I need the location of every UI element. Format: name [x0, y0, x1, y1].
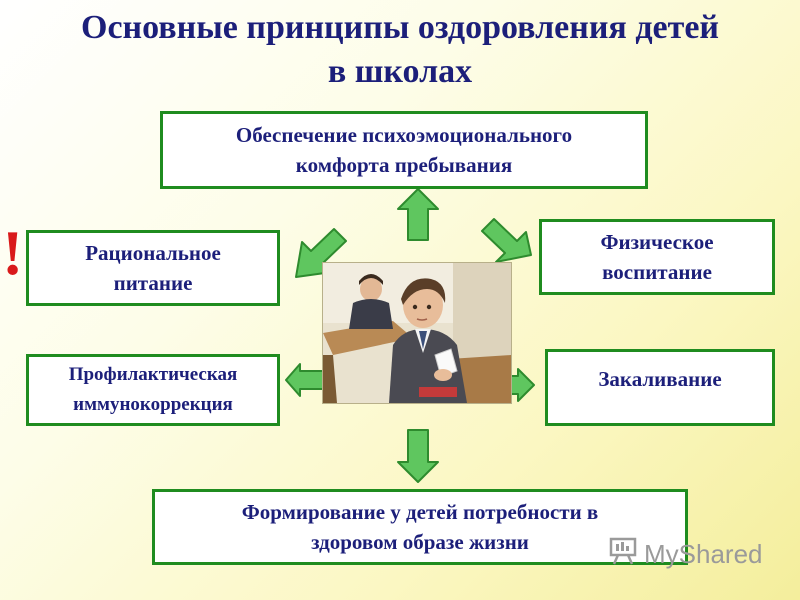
- principle-top-text: Обеспечение психоэмоционального комфорта…: [235, 123, 573, 177]
- arrow-left: [285, 363, 325, 397]
- principle-box-right-lower: Закаливание: [545, 349, 775, 426]
- arrow-down: [397, 429, 439, 483]
- principle-box-left-lower: Профилактическая иммунокоррекция: [26, 354, 280, 426]
- principle-left-upper-text: Рациональное питание: [85, 241, 221, 295]
- principle-box-right-upper: Физическое воспитание: [539, 219, 775, 295]
- principle-right-lower-text: Закаливание: [598, 367, 722, 391]
- photo-illustration: [323, 263, 511, 403]
- slide-title-text: Основные принципы оздоровления детей в ш…: [81, 9, 719, 90]
- principle-right-upper-text: Физическое воспитание: [600, 230, 714, 284]
- principle-box-top: Обеспечение психоэмоционального комфорта…: [160, 111, 648, 189]
- presentation-board-icon: [608, 536, 638, 573]
- principle-box-bottom: Формирование у детей потребности в здоро…: [152, 489, 688, 565]
- watermark: MyShared: [608, 536, 763, 573]
- arrow-up: [397, 188, 439, 241]
- principle-box-left-upper: Рациональное питание: [26, 230, 280, 306]
- slide-title: Основные принципы оздоровления детей в ш…: [0, 6, 800, 94]
- central-photo-schoolboy: [322, 262, 512, 404]
- watermark-text: MyShared: [644, 539, 763, 569]
- principle-bottom-text: Формирование у детей потребности в здоро…: [241, 500, 599, 554]
- principle-left-lower-text: Профилактическая иммунокоррекция: [68, 364, 238, 415]
- arrow-up-right: [481, 218, 532, 263]
- exclamation-mark: !: [2, 217, 24, 288]
